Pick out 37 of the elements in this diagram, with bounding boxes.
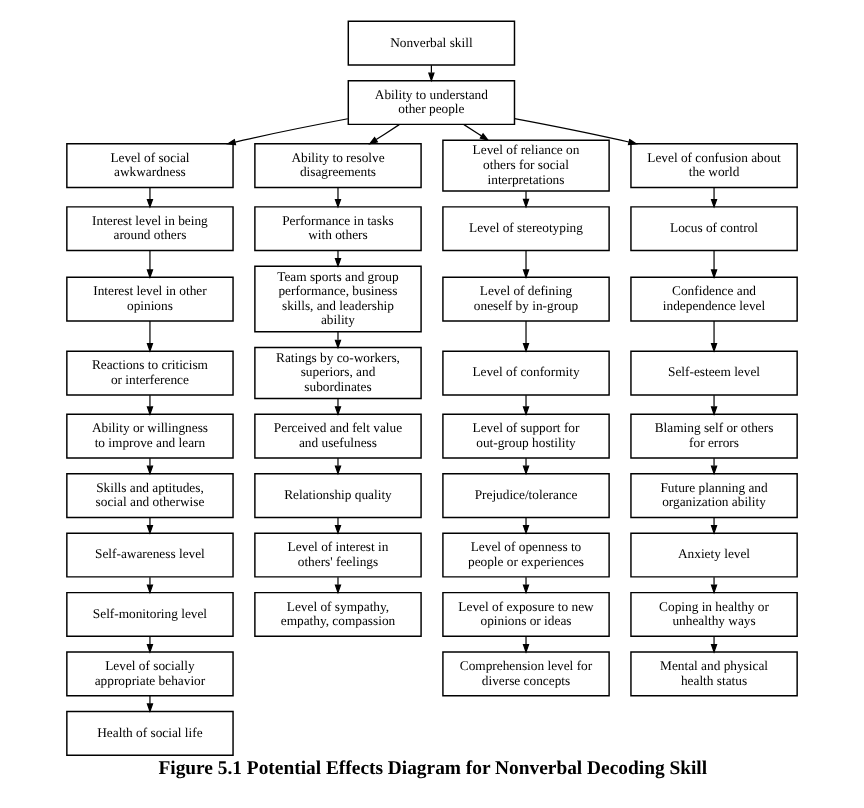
arrow	[334, 250, 342, 268]
arrow	[710, 250, 718, 280]
arrow	[146, 187, 154, 209]
arrow	[368, 124, 400, 145]
arrow	[226, 118, 349, 146]
arrow	[146, 394, 154, 417]
arrow	[334, 398, 342, 416]
arrow	[710, 517, 718, 535]
arrow	[710, 636, 718, 654]
arrow	[710, 187, 718, 209]
arrow	[710, 457, 718, 476]
arrow	[522, 190, 530, 209]
arrow	[710, 394, 718, 417]
arrow	[522, 576, 530, 595]
arrow	[334, 187, 342, 209]
arrow	[146, 695, 154, 714]
arrow	[334, 457, 342, 476]
arrow	[146, 576, 154, 595]
arrow	[710, 576, 718, 595]
arrow	[463, 124, 490, 141]
arrow	[146, 517, 154, 535]
arrow	[146, 457, 154, 476]
caption: Figure 5.1 Potential Effects Diagram for Nonverbal Decoding Skill	[158, 758, 708, 781]
arrow	[146, 320, 154, 353]
arrow	[522, 250, 530, 280]
arrow	[522, 457, 530, 476]
arrow	[522, 517, 530, 535]
arrow	[522, 320, 530, 353]
arrow	[334, 576, 342, 595]
arrow	[710, 320, 718, 353]
arrow	[522, 394, 530, 417]
arrow	[334, 331, 342, 350]
arrow	[146, 636, 154, 654]
arrow	[146, 250, 154, 280]
arrow	[334, 517, 342, 535]
arrow	[513, 117, 638, 146]
arrow	[522, 636, 530, 654]
